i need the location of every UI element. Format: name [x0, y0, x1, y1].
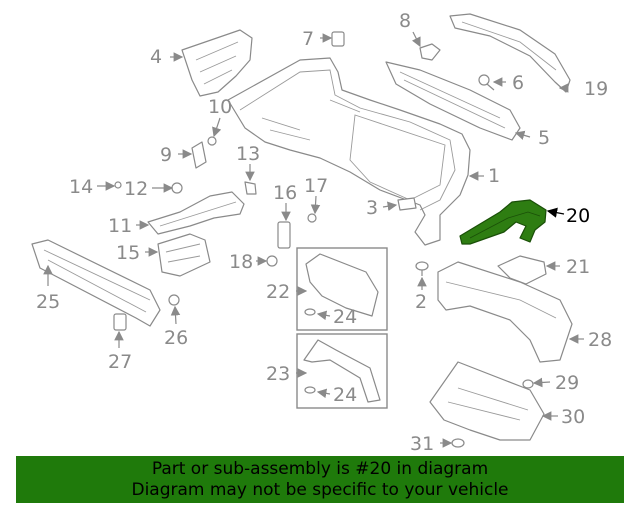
- push-pin-part-2[interactable]: [415, 261, 429, 276]
- screw-part-6[interactable]: [478, 74, 495, 91]
- detail-box-23[interactable]: [296, 333, 388, 409]
- callout-27: 27: [108, 351, 132, 373]
- clip-part-14[interactable]: [114, 181, 122, 189]
- callout-29: 29: [555, 372, 579, 394]
- callout-1: 1: [488, 165, 500, 187]
- splash-shield-part-30[interactable]: [429, 361, 545, 441]
- banner-line-part-number: Part or sub-assembly is #20 in diagram: [151, 459, 489, 479]
- info-banner: Part or sub-assembly is #20 in diagram D…: [16, 456, 624, 503]
- callout-11: 11: [108, 215, 132, 237]
- screw-part-10[interactable]: [207, 136, 217, 146]
- callout-25: 25: [36, 291, 60, 313]
- callout-17: 17: [304, 175, 328, 197]
- callout-16: 16: [273, 182, 297, 204]
- callout-24-upper: 24: [333, 306, 357, 328]
- callout-3: 3: [366, 197, 378, 219]
- callout-5: 5: [538, 127, 550, 149]
- callout-8: 8: [399, 10, 411, 32]
- callout-20: 20: [566, 205, 590, 227]
- callout-7: 7: [302, 28, 314, 50]
- bracket-part-15[interactable]: [157, 233, 211, 277]
- callout-26: 26: [164, 327, 188, 349]
- lower-valance-part-28[interactable]: [437, 261, 573, 363]
- clip-part-9[interactable]: [191, 141, 207, 169]
- callout-15: 15: [116, 242, 140, 264]
- screw-part-26[interactable]: [168, 294, 180, 306]
- trim-strip-part-19[interactable]: [449, 13, 571, 93]
- clip-part-3[interactable]: [397, 197, 417, 211]
- callout-24-lower: 24: [333, 384, 357, 406]
- clip-part-16[interactable]: [277, 221, 291, 249]
- screw-part-17[interactable]: [307, 213, 317, 223]
- callout-2: 2: [415, 291, 427, 313]
- callout-19: 19: [584, 78, 608, 100]
- detail-box-22[interactable]: [296, 247, 388, 331]
- clip-part-18[interactable]: [266, 255, 278, 267]
- callout-21: 21: [566, 256, 590, 278]
- bracket-part-11[interactable]: [147, 191, 245, 235]
- callout-31: 31: [410, 433, 434, 455]
- push-pin-part-31[interactable]: [451, 438, 465, 448]
- clip-part-7[interactable]: [331, 31, 345, 47]
- clip-part-8[interactable]: [419, 43, 441, 61]
- callout-30: 30: [561, 406, 585, 428]
- callout-14: 14: [69, 176, 93, 198]
- bracket-part-27[interactable]: [113, 313, 127, 331]
- callout-13: 13: [236, 143, 260, 165]
- energy-absorber-part-25[interactable]: [31, 239, 161, 327]
- callout-28: 28: [588, 329, 612, 351]
- callout-18: 18: [229, 251, 253, 273]
- leader-lines: [43, 31, 584, 448]
- callout-9: 9: [160, 144, 172, 166]
- bracket-part-21[interactable]: [497, 255, 547, 285]
- callout-10: 10: [208, 96, 232, 118]
- clip-part-13[interactable]: [244, 181, 257, 195]
- callout-12: 12: [124, 178, 148, 200]
- highlighted-part-20[interactable]: [459, 199, 547, 245]
- callout-22: 22: [266, 281, 290, 303]
- callout-23: 23: [266, 363, 290, 385]
- screw-part-12[interactable]: [171, 182, 183, 194]
- bracket-part-4[interactable]: [181, 29, 253, 97]
- parts-diagram: 1 2 3 4 5 6 7 8 9 10 11 12 13 14 15 16 1…: [31, 10, 612, 455]
- push-pin-part-29[interactable]: [522, 379, 534, 389]
- callout-6: 6: [512, 72, 524, 94]
- banner-line-disclaimer: Diagram may not be specific to your vehi…: [131, 480, 509, 500]
- callout-4: 4: [150, 46, 162, 68]
